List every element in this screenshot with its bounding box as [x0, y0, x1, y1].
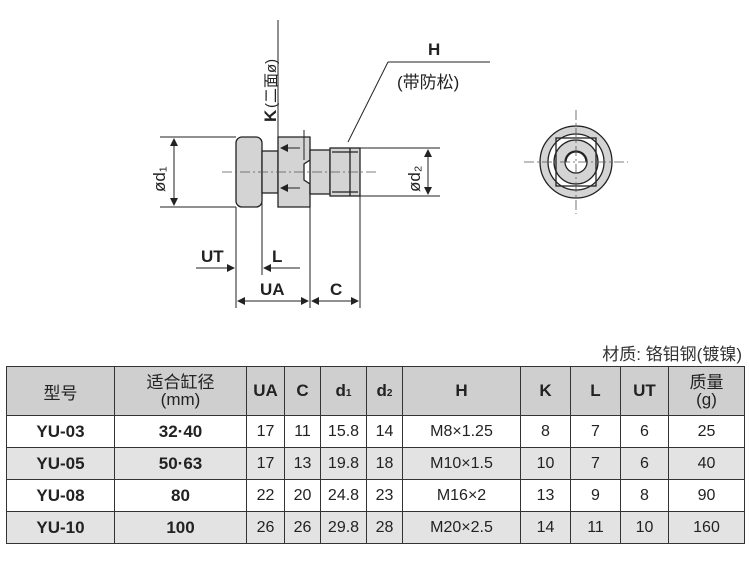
d1-label: ød₁	[150, 166, 169, 192]
cell-model: YU-08	[6, 479, 115, 512]
header-c: C	[284, 366, 321, 416]
table-header-row: 型号 适合缸径 (mm) UA C d1 d2 H K L UT 质量 (g)	[6, 366, 745, 416]
cell-bore: 100	[114, 511, 247, 544]
ut-label: UT	[201, 247, 224, 266]
header-bore: 适合缸径 (mm)	[114, 366, 247, 416]
cell-h: M20×2.5	[402, 511, 521, 544]
cell-l: 9	[570, 479, 621, 512]
d2-label: ød₂	[405, 166, 424, 192]
header-d1-main: d	[335, 381, 346, 400]
cell-mass: 160	[668, 511, 745, 544]
header-l: L	[570, 366, 621, 416]
table-row: YU-03 32·40 17 11 15.8 14 M8×1.25 8 7 6 …	[6, 415, 745, 448]
header-bore-line2: (mm)	[160, 390, 201, 409]
header-ua: UA	[246, 366, 285, 416]
c-label: C	[330, 280, 342, 299]
header-k: K	[520, 366, 571, 416]
table-row: YU-08 80 22 20 24.8 23 M16×2 13 9 8 90	[6, 479, 745, 512]
table-row: YU-05 50·63 17 13 19.8 18 M10×1.5 10 7 6…	[6, 447, 745, 480]
cell-mass: 25	[668, 415, 745, 448]
cell-ut: 10	[620, 511, 669, 544]
header-h: H	[402, 366, 521, 416]
k-label: K	[261, 109, 280, 122]
l-label: L	[272, 247, 282, 266]
h-note: (带防松)	[397, 73, 459, 92]
d1-dimension	[160, 136, 236, 208]
cell-l: 7	[570, 447, 621, 480]
header-d1: d1	[320, 366, 367, 416]
cell-mass: 40	[668, 447, 745, 480]
cell-c: 11	[284, 415, 321, 448]
cell-d2: 18	[366, 447, 403, 480]
cell-d2: 28	[366, 511, 403, 544]
cell-d1: 24.8	[320, 479, 367, 512]
d2-dimension	[360, 147, 440, 197]
cell-ut: 8	[620, 479, 669, 512]
k-dimension	[277, 20, 305, 192]
cell-k: 10	[520, 447, 571, 480]
end-view	[539, 125, 613, 199]
cell-ut: 6	[620, 447, 669, 480]
ua-label: UA	[260, 280, 285, 299]
cell-ut: 6	[620, 415, 669, 448]
header-d1-sub: 1	[345, 388, 352, 399]
header-mass-line2: (g)	[696, 390, 717, 409]
header-mass: 质量 (g)	[668, 366, 745, 416]
header-bore-line1: 适合缸径	[146, 373, 215, 392]
cell-bore: 32·40	[114, 415, 247, 448]
end-view-center-lines	[524, 110, 628, 214]
header-d2-sub: 2	[386, 388, 393, 399]
cell-l: 7	[570, 415, 621, 448]
cell-bore: 50·63	[114, 447, 247, 480]
cell-ua: 17	[246, 447, 285, 480]
cell-model: YU-10	[6, 511, 115, 544]
h-leader	[347, 61, 490, 143]
cell-d2: 23	[366, 479, 403, 512]
table-row: YU-10 100 26 26 29.8 28 M20×2.5 14 11 10…	[6, 511, 745, 544]
cell-c: 13	[284, 447, 321, 480]
spec-table: 型号 适合缸径 (mm) UA C d1 d2 H K L UT 质量 (g) …	[6, 366, 745, 544]
header-ut: UT	[620, 366, 669, 416]
k-note: (二面ø)	[263, 59, 280, 108]
cell-ua: 22	[246, 479, 285, 512]
cell-c: 20	[284, 479, 321, 512]
cell-h: M10×1.5	[402, 447, 521, 480]
cell-h: M16×2	[402, 479, 521, 512]
cell-k: 13	[520, 479, 571, 512]
cell-h: M8×1.25	[402, 415, 521, 448]
cell-k: 14	[520, 511, 571, 544]
cell-d1: 29.8	[320, 511, 367, 544]
cell-k: 8	[520, 415, 571, 448]
cell-c: 26	[284, 511, 321, 544]
cell-model: YU-03	[6, 415, 115, 448]
cell-bore: 80	[114, 479, 247, 512]
h-label: H	[428, 40, 440, 59]
header-d2-main: d	[376, 381, 387, 400]
cell-model: YU-05	[6, 447, 115, 480]
cell-ua: 17	[246, 415, 285, 448]
cell-d1: 19.8	[320, 447, 367, 480]
header-d2: d2	[366, 366, 403, 416]
cell-ua: 26	[246, 511, 285, 544]
cell-d2: 14	[366, 415, 403, 448]
bottom-dimensions	[196, 193, 361, 308]
material-note: 材质: 铬钼钢(镀镍)	[602, 345, 742, 364]
cell-mass: 90	[668, 479, 745, 512]
cell-d1: 15.8	[320, 415, 367, 448]
header-model: 型号	[6, 366, 115, 416]
cell-l: 11	[570, 511, 621, 544]
technical-drawing: K (二面ø) H (带防松) ød₁ ød₂ UT	[150, 20, 628, 308]
header-mass-line1: 质量	[689, 373, 724, 392]
